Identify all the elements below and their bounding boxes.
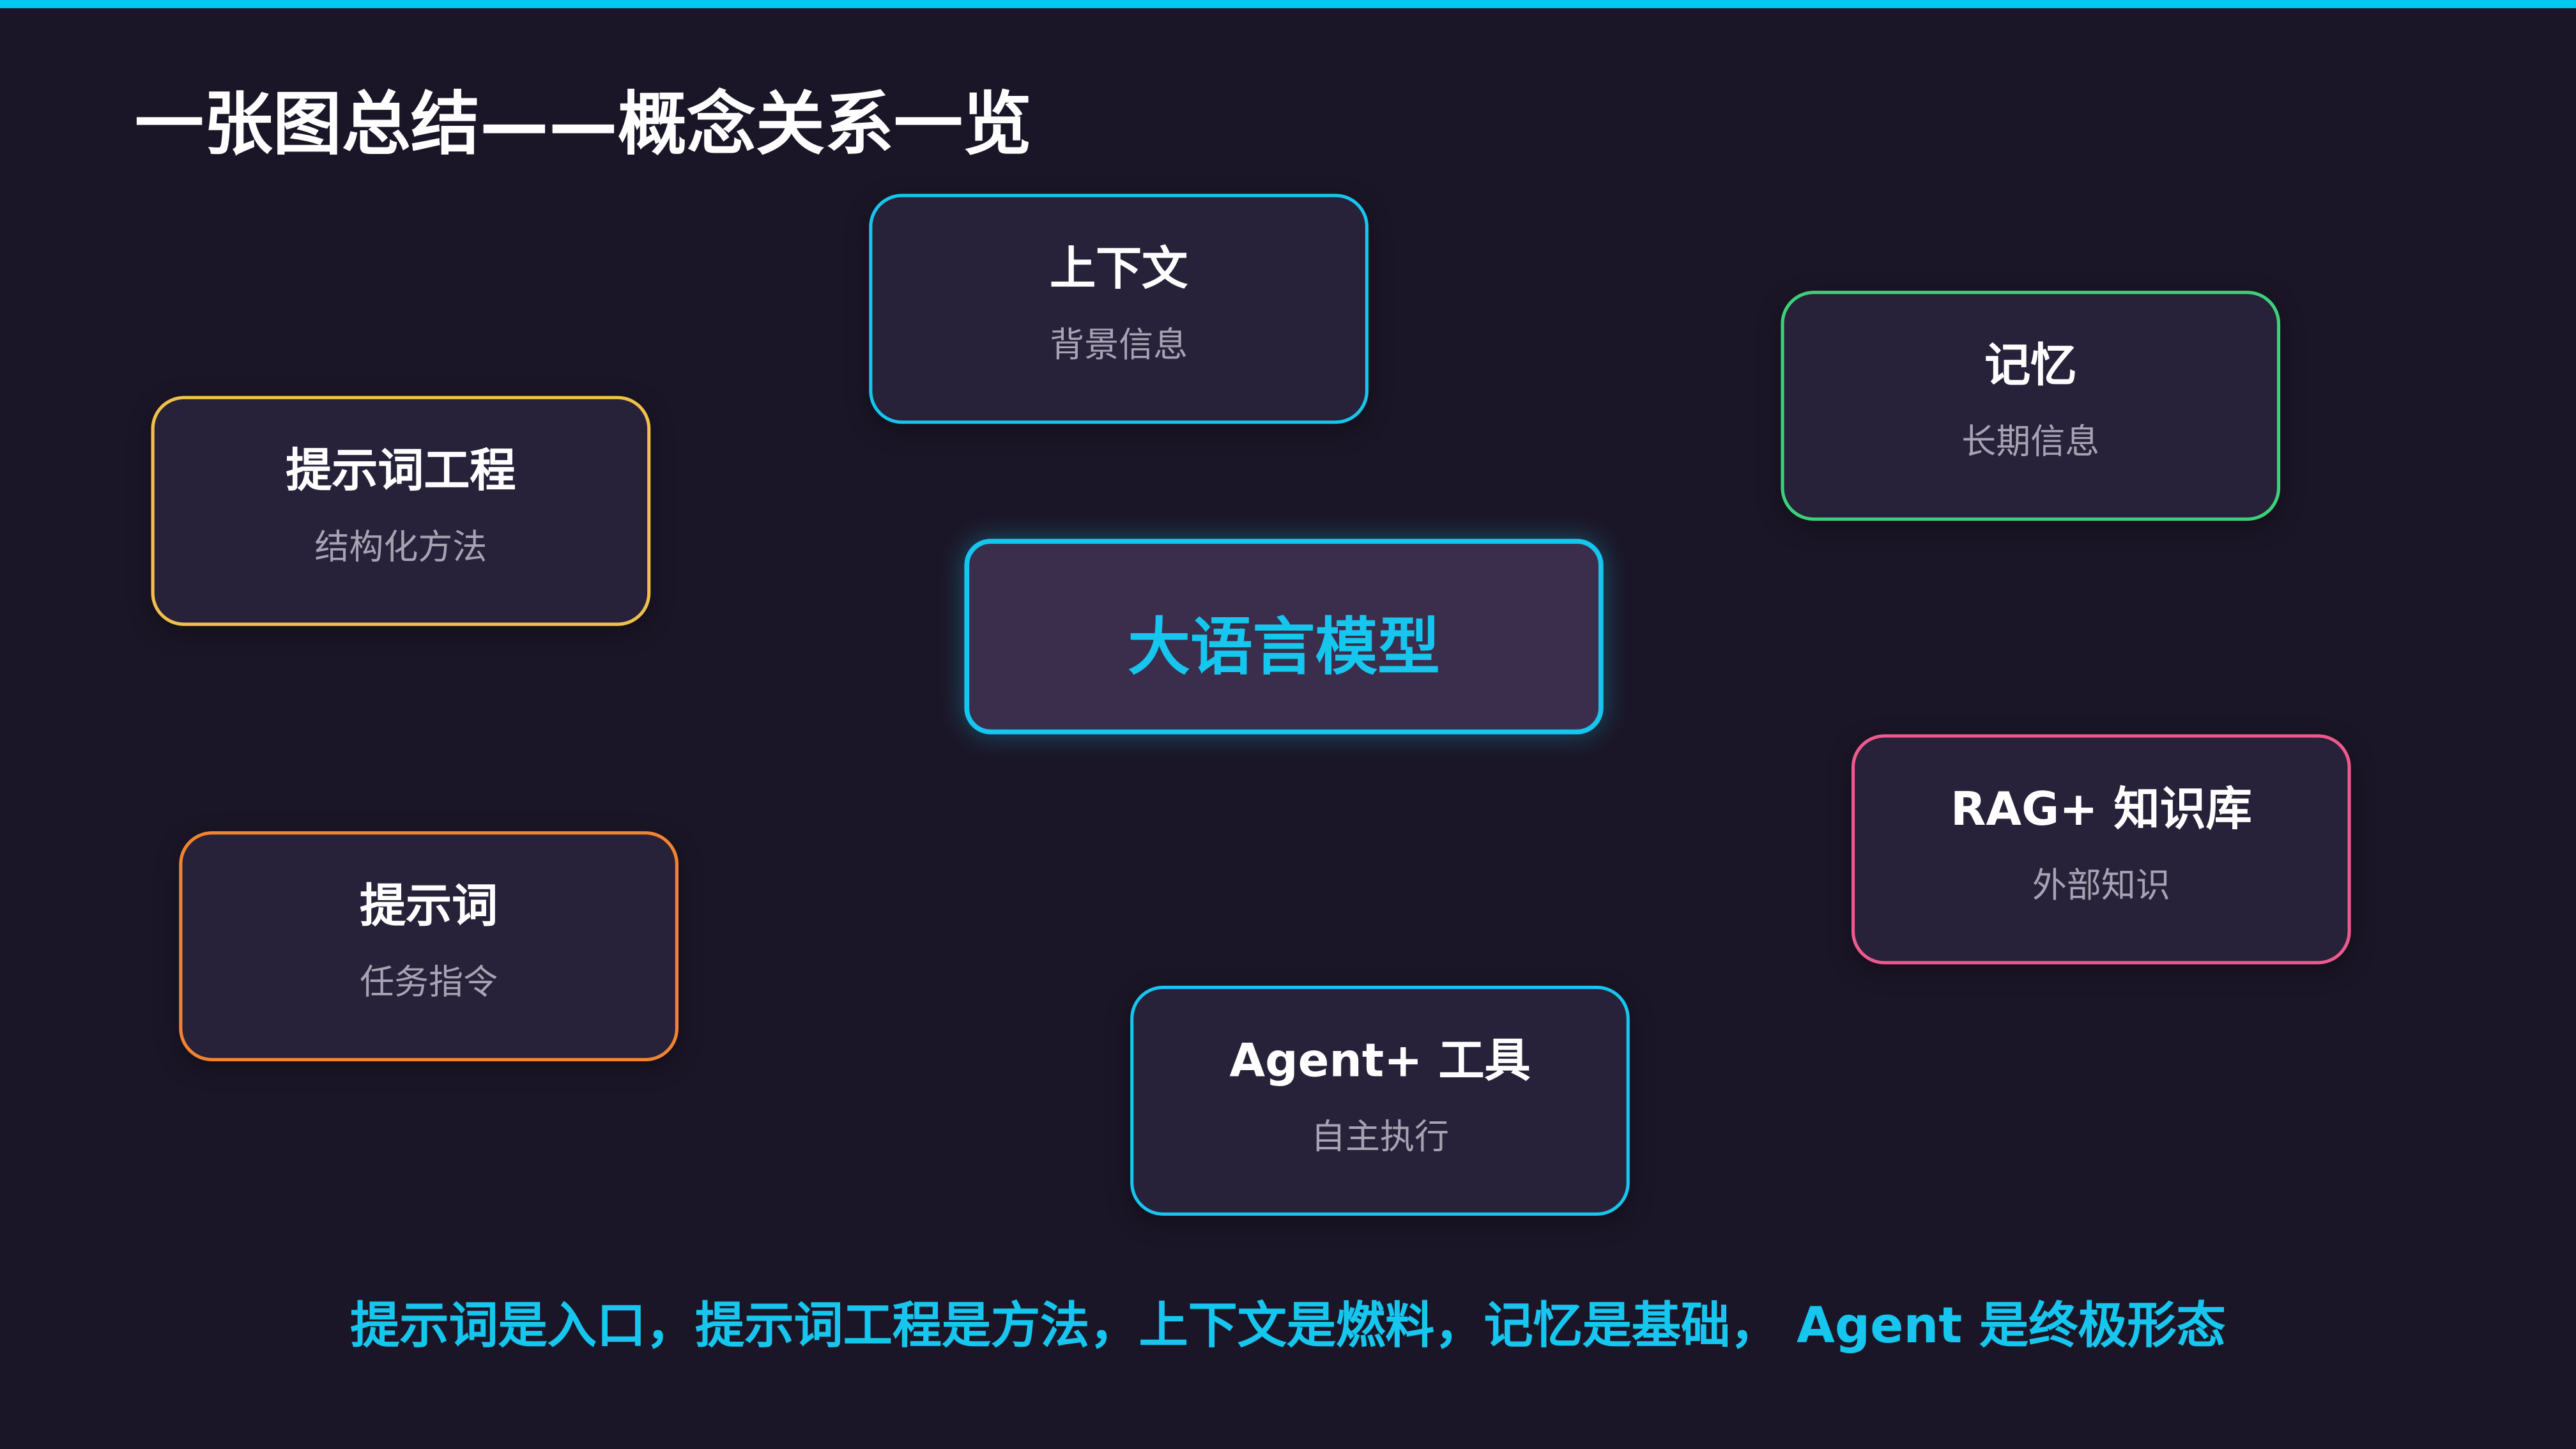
node-context-subtitle: 背景信息 bbox=[1050, 325, 1188, 365]
node-rag-subtitle: 外部知识 bbox=[2032, 866, 2170, 905]
node-context-title: 上下文 bbox=[1050, 241, 1188, 296]
node-rag: RAG+ 知识库 外部知识 bbox=[1851, 734, 2351, 965]
center-node-label: 大语言模型 bbox=[1128, 611, 1440, 684]
node-prompt: 提示词 任务指令 bbox=[179, 831, 678, 1062]
top-accent-bar bbox=[0, 0, 2576, 8]
page-title: 一张图总结——概念关系一览 bbox=[134, 84, 1032, 165]
summary-text: 提示词是入口，提示词工程是方法，上下文是燃料，记忆是基础， Agent 是终极形… bbox=[350, 1298, 2226, 1356]
node-context: 上下文 背景信息 bbox=[869, 194, 1368, 424]
node-prompt-title: 提示词 bbox=[360, 878, 498, 933]
node-agent: Agent+ 工具 自主执行 bbox=[1130, 985, 1630, 1216]
node-prompt-subtitle: 任务指令 bbox=[360, 962, 498, 1002]
node-rag-title: RAG+ 知识库 bbox=[1950, 781, 2252, 836]
node-agent-subtitle: 自主执行 bbox=[1310, 1117, 1449, 1157]
node-agent-title: Agent+ 工具 bbox=[1229, 1033, 1531, 1088]
node-memory: 记忆 长期信息 bbox=[1781, 291, 2281, 521]
node-memory-subtitle: 长期信息 bbox=[1961, 422, 2100, 462]
node-memory-title: 记忆 bbox=[1984, 338, 2077, 393]
node-prompt-engineering-subtitle: 结构化方法 bbox=[314, 527, 487, 567]
center-node-llm: 大语言模型 bbox=[964, 539, 1604, 735]
node-prompt-engineering-title: 提示词工程 bbox=[286, 443, 516, 498]
node-prompt-engineering: 提示词工程 结构化方法 bbox=[151, 395, 651, 626]
